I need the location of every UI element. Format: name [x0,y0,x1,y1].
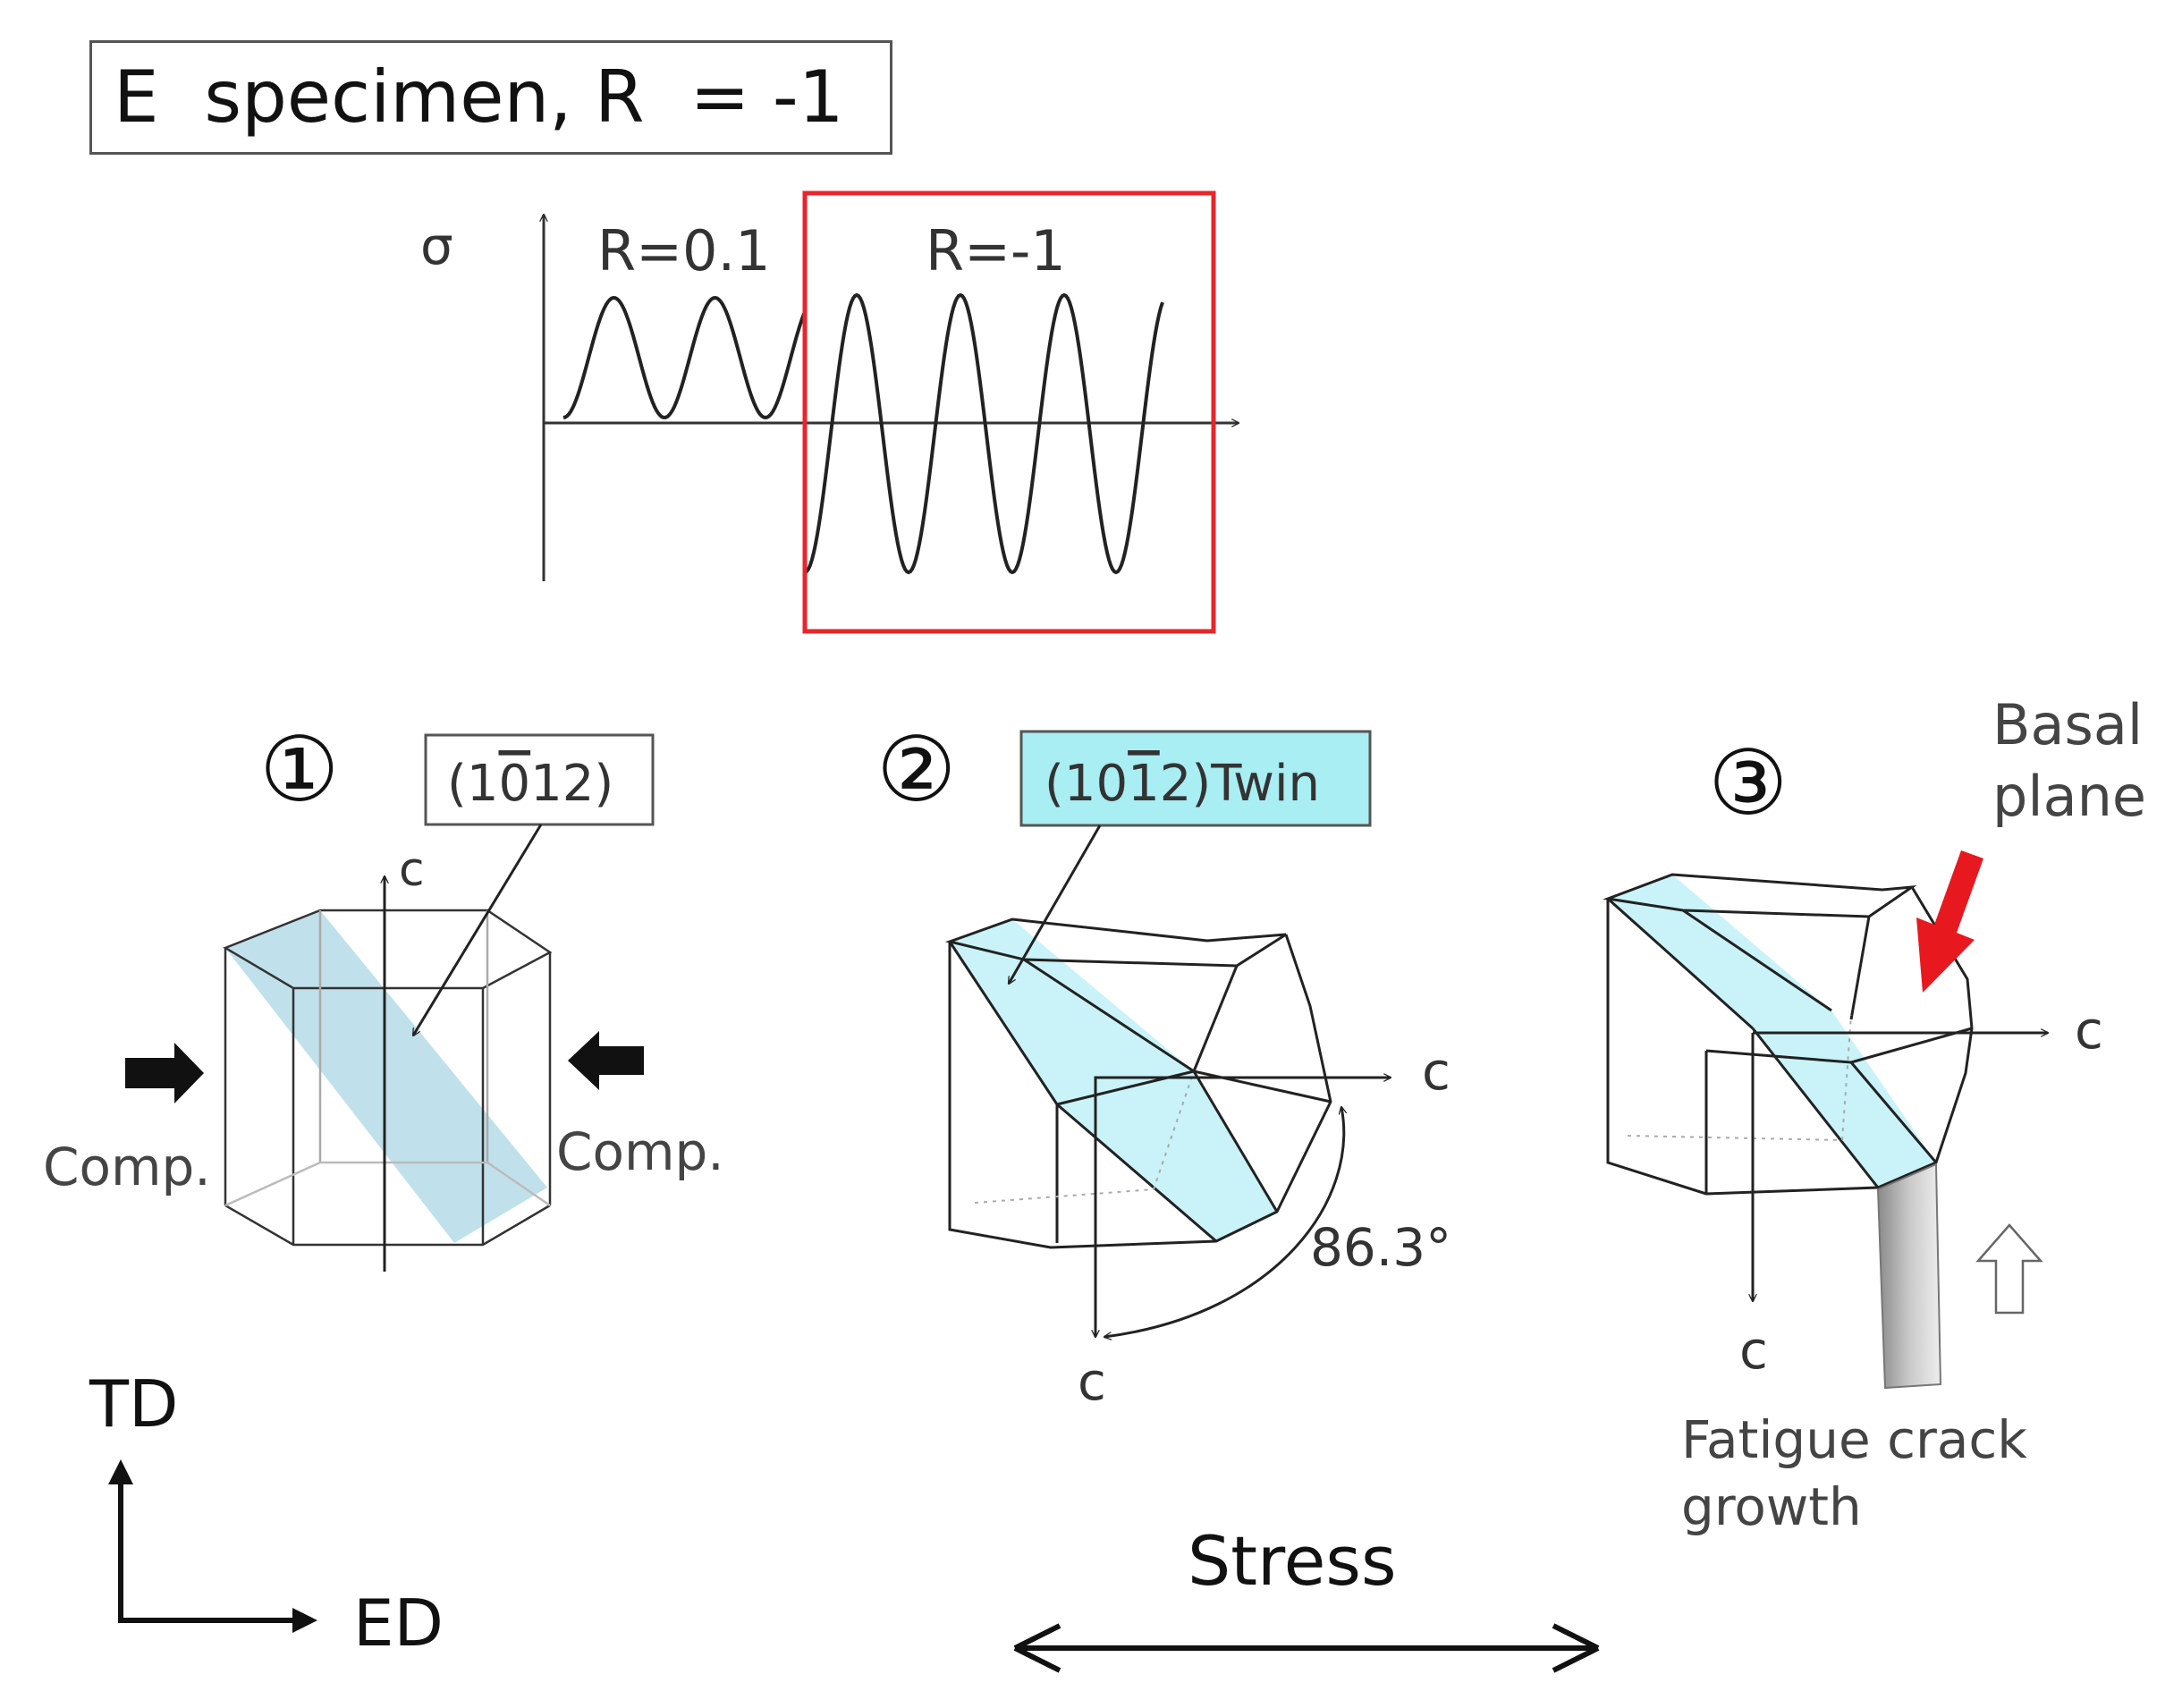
stress-label: Stress [1188,1521,1397,1601]
step2-vertical-c-label: c [1078,1351,1106,1412]
step2-horizontal-c-label: c [1422,1041,1450,1102]
step1-crystal: ① c (1012) Comp. Comp. [43,717,724,1272]
stress-arrow-right-head [1552,1623,1600,1673]
step2-edge [1193,1070,1332,1103]
stress-arrow-left-head [1013,1623,1061,1673]
step1-bottom-face-hidden [224,1161,551,1207]
step1-left-comp-arrow [125,1043,204,1103]
waveform-segment1-label: R=0.1 [597,218,771,283]
waveform-curve [562,292,1164,576]
coordinate-axes: TD ED [89,1366,444,1661]
title-box: E specimen, R = -1 [89,40,892,155]
step3-edge [1849,916,1871,1020]
td-arrow-head [108,1459,133,1484]
step1-plane-pointer [411,824,543,1036]
step3-twin-band [1608,875,1936,1188]
step2-angle-arc [1104,1107,1344,1337]
step1-right-comp-label: Comp. [556,1121,724,1182]
step3-fatigue-crack [1876,1163,1942,1390]
step2-angle-label: 86.3° [1310,1217,1451,1278]
step1-left-comp-label: Comp. [43,1137,211,1197]
step3-basal-label-line2: plane [1992,764,2146,829]
step1-plane-label: (1012) [447,755,613,813]
td-label: TD [89,1366,178,1442]
step1-bottom-face [224,1204,551,1247]
ed-arrow-head [292,1608,317,1633]
step2-edge [948,941,1059,1105]
step1-plane-label-box [424,733,655,826]
step3-horizontal-c-label: c [2075,1000,2103,1061]
step3-vertical-c-label: c [1739,1320,1768,1381]
step2-crystal: ② c c 86.3° (1012)Twin [876,717,1451,1412]
step3-basal-arrow [1916,850,1983,993]
step3-crystal: ③ Basal plane c c Fatig [1603,692,2146,1537]
step2-plane-label-box [1019,730,1372,827]
step2-edge [1192,965,1239,1072]
waveform-plot: σ R=0.1 R=-1 [420,190,1239,634]
step2-plane-label: (1012)Twin [1044,755,1320,813]
step3-basal-label-line1: Basal [1992,692,2143,757]
ed-label: ED [353,1585,444,1661]
step1-right-comp-arrow [568,1031,644,1090]
step3-edge [1606,897,1755,1030]
waveform-segment2-label: R=-1 [926,218,1066,283]
step3-edge [1849,1061,1938,1163]
step1-number: ① [259,717,340,822]
step2-plane-pointer [1007,824,1102,984]
step1-twin-plane [225,910,547,1243]
td-ed-axes [118,1467,309,1623]
step3-number: ③ [1708,731,1789,835]
step3-crack-label-line2: growth [1681,1476,1862,1537]
waveform-highlight-box [802,190,1216,634]
step3-crack-label-line1: Fatigue crack [1681,1409,2027,1470]
step3-edge [1705,1049,1852,1064]
waveform-y-label: σ [420,216,453,276]
stress-indicator: Stress [1013,1521,1600,1673]
step1-c-label: c [399,843,425,897]
step3-growth-direction-arrow [1975,1223,2043,1315]
step2-number: ② [876,717,957,822]
step3-edge [1682,909,1832,1012]
step2-edge [1023,958,1195,1073]
step3-hidden-edges [1627,1014,1852,1142]
